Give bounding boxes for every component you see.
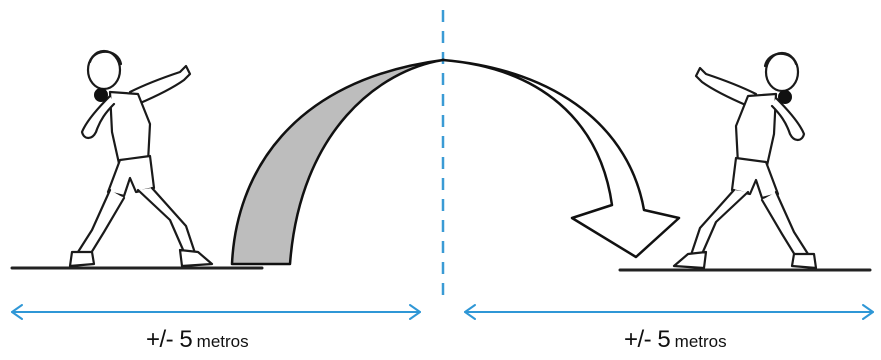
distance-label-right: +/- 5 metros bbox=[624, 328, 727, 352]
distance-value-left: +/- 5 bbox=[146, 326, 192, 353]
throw-arrow-white bbox=[443, 60, 679, 257]
throw-arc-gray bbox=[232, 60, 443, 264]
distance-value-right: +/- 5 bbox=[624, 326, 670, 353]
distance-unit-right: metros bbox=[675, 332, 727, 351]
shot-put-ball-icon bbox=[94, 88, 108, 102]
distance-arrow-right bbox=[465, 305, 873, 319]
athlete-right-figure bbox=[674, 53, 816, 268]
athlete-left-figure bbox=[70, 51, 212, 266]
distance-label-left: +/- 5 metros bbox=[146, 328, 249, 352]
distance-arrow-left bbox=[12, 305, 420, 319]
distance-unit-left: metros bbox=[197, 332, 249, 351]
